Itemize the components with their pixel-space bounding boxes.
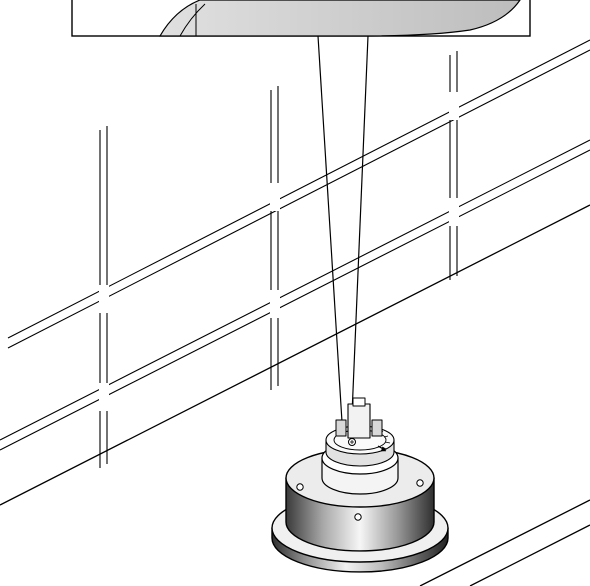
- mounted-device: [271, 397, 449, 573]
- callout-box: [71, 0, 531, 37]
- wall-tiles: [0, 39, 590, 468]
- floor-edge: [0, 204, 590, 586]
- callout-pointer: [317, 35, 369, 439]
- grout-crossings: [99, 92, 459, 411]
- mounting-screws: [296, 479, 424, 521]
